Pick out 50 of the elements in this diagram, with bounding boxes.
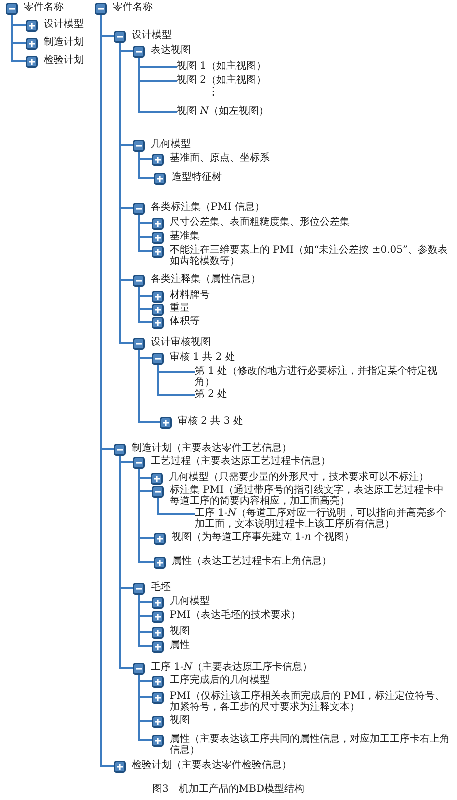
- tree-item-label: 检验计划: [44, 55, 84, 66]
- tree-item-label: 属性（表达工艺过程卡右上角信息）: [172, 556, 332, 567]
- tree-item-label: 体积等: [170, 316, 200, 327]
- tree-item-label: 零件名称: [113, 2, 153, 13]
- tree-connector: [119, 455, 133, 669]
- tree-item-label: 零件名称: [24, 2, 64, 13]
- figure-caption: 图3 机加工产品的MBD模型结构: [152, 784, 304, 795]
- tree-item-label: 检验计划（主要表达零件检验信息）: [132, 760, 292, 771]
- tree-item-label: 基准集: [170, 231, 200, 242]
- tree-item-label: 表达视图: [151, 45, 191, 56]
- tree-connector: [138, 349, 160, 423]
- tree-item-label: 制造计划（主要表达零件工艺信息）: [132, 443, 292, 454]
- tree-connector: [119, 42, 133, 344]
- tree-item-label: 基准面、原点、坐标系: [170, 153, 270, 164]
- tree-item-label: 第 1 处（修改的地方进行必要标注，并指定某个特定视角）: [195, 366, 439, 388]
- tree-item-label: 设计模型: [132, 30, 172, 41]
- tree-item-label: 设计审核视图: [151, 337, 211, 348]
- tree-item-label: PMI（仅标注该工序相关表面完成后的 PMI，标注定位符号、加紧符号，各工步的尺寸要求为注释文本）: [170, 691, 446, 713]
- tree-item-label: 制造计划: [44, 37, 84, 48]
- tree-item-label: 工序 1-N（主要表达原工序卡信息）: [151, 662, 313, 673]
- tree-item-label: 第 2 处: [195, 389, 228, 400]
- tree-item-label: 视图: [170, 626, 190, 637]
- tree-item-label: 审核 1 共 2 处: [170, 352, 236, 363]
- tree-item-label: 尺寸公差集、表面粗糙度集、形位公差集: [170, 217, 350, 228]
- tree-item-label: 视图 N（如左视图）: [177, 106, 269, 117]
- tree-connector: [138, 151, 154, 179]
- tree-item-label: 视图: [170, 715, 190, 726]
- tree-item-label: 几何模型: [170, 596, 210, 607]
- tree-connector: [157, 497, 195, 515]
- tree-item-label: 工序完成后的几何模型: [170, 675, 270, 686]
- tree-item-label: 材料牌号: [170, 290, 210, 301]
- tree-item-label: 视图（为每道工序事先建立 1-n 个视图）: [172, 532, 355, 543]
- tree-item-label: 重量: [170, 303, 190, 314]
- tree-item-label: PMI（表达毛坯的技术要求）: [170, 610, 301, 621]
- tree-item-label: 审核 2 共 3 处: [178, 416, 244, 427]
- tree-item-label: 毛坯: [151, 582, 171, 593]
- tree-item-label: 各类标注集（PMI 信息）: [151, 202, 266, 213]
- tree-item-label: 几何模型: [151, 139, 191, 150]
- tree-item-label: 视图 2（如主视图）: [177, 75, 267, 86]
- tree-item-label: 视图 1（如主视图）: [177, 61, 267, 72]
- tree-item-label: 工艺过程（主要表达原工艺过程卡信息）: [151, 456, 331, 467]
- tree-item-label: 几何模型（只需要少量的外形尺寸，技术要求可以不标注）: [169, 472, 429, 483]
- ellipsis-label: ⋮: [208, 86, 219, 98]
- tree-item-label: 标注集 PMI（通过带序号的指引线文字，表达原工艺过程卡中每道工序的简要内容相应，加工面高亮）: [170, 485, 446, 507]
- tree-item-label: 属性（主要表达该工序共同的属性信息，对应加工工序卡右上角信息）: [170, 734, 451, 756]
- tree-item-label: 不能注在三维要素上的 PMI（如“未注公差按 ±0.05”、参数表如齿轮模数等）: [170, 245, 450, 267]
- tree-item-label: 属性: [170, 640, 190, 651]
- tree-item-label: 各类注释集（属性信息）: [151, 274, 261, 285]
- tree-item-label: 造型特征树: [172, 172, 222, 183]
- tree-item-label: 设计模型: [44, 19, 84, 30]
